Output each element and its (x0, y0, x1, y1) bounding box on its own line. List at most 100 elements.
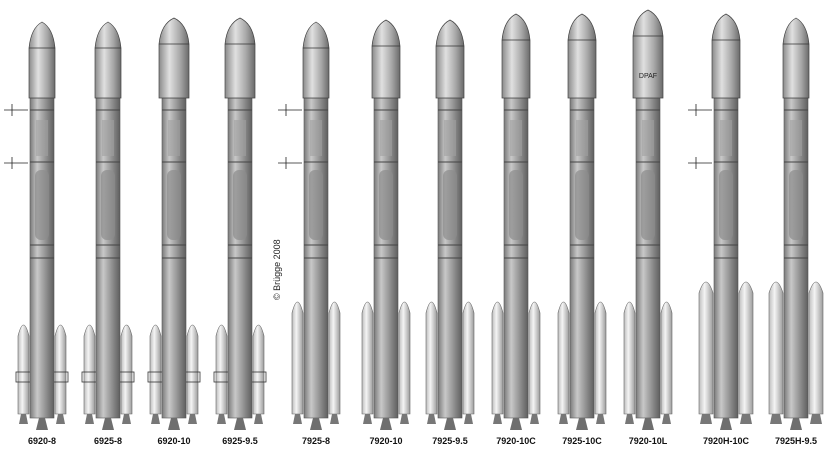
booster-nozzle (559, 414, 568, 424)
booster (623, 301, 636, 415)
copyright-credit: © Brügge 2008 (272, 239, 282, 300)
booster (83, 324, 96, 415)
main-engine-nozzle (510, 418, 522, 430)
upper-stage-engine (510, 120, 522, 156)
payload-fairing (94, 21, 122, 99)
booster (120, 324, 133, 415)
payload-fairing (501, 13, 531, 99)
rocket-label: 6920-10 (157, 436, 191, 446)
rocket-6920-8 (4, 21, 69, 430)
booster (17, 324, 30, 415)
booster (215, 324, 228, 415)
booster (291, 301, 304, 415)
fairing-label: DPAF (639, 73, 657, 80)
booster-nozzle (363, 414, 372, 424)
upper-stage-engine (444, 120, 456, 156)
upper-stage-engine (36, 120, 48, 156)
tank (509, 170, 523, 240)
main-engine-nozzle (642, 418, 654, 430)
booster-nozzle (427, 414, 436, 424)
booster-nozzle (596, 414, 605, 424)
payload-fairing (158, 17, 190, 99)
main-engine-nozzle (444, 418, 456, 430)
payload-fairing (28, 21, 56, 99)
booster (594, 301, 607, 415)
booster (808, 281, 824, 415)
rocket-7925-9.5 (425, 19, 475, 430)
payload-fairing (302, 21, 330, 99)
main-engine-nozzle (168, 418, 180, 430)
booster-nozzle (188, 414, 197, 424)
payload-fairing (711, 13, 741, 99)
rocket-label: 7925-8 (301, 436, 331, 446)
rocket-6925-9.5 (213, 17, 267, 430)
booster (425, 301, 438, 415)
rocket-label: 7920-10 (369, 436, 403, 446)
payload-fairing (224, 17, 256, 99)
booster-nozzle (810, 414, 822, 424)
upper-stage-engine (576, 120, 588, 156)
main-engine-nozzle (790, 418, 802, 430)
payload-fairing (782, 17, 810, 99)
booster (54, 324, 67, 415)
tank (443, 170, 457, 240)
booster-nozzle (662, 414, 671, 424)
rocket-6920-10 (147, 17, 201, 430)
booster-nozzle (85, 414, 94, 424)
rocket-label: 7920-10C (496, 436, 536, 446)
rocket-7920-10 (361, 19, 411, 430)
booster-nozzle (464, 414, 473, 424)
upper-stage-engine (790, 120, 802, 156)
main-engine-nozzle (102, 418, 114, 430)
booster-nozzle (254, 414, 263, 424)
booster-nozzle (56, 414, 65, 424)
tank (379, 170, 393, 240)
booster (398, 301, 411, 415)
tank (35, 170, 49, 240)
tank (309, 170, 323, 240)
upper-stage-engine (102, 120, 114, 156)
rocket-label: 6925-8 (93, 436, 123, 446)
booster-nozzle (400, 414, 409, 424)
rocket-label: 6925-9.5 (222, 436, 258, 446)
booster-nozzle (530, 414, 539, 424)
payload-fairing (632, 9, 664, 99)
upper-stage-engine (380, 120, 392, 156)
booster (557, 301, 570, 415)
tank (233, 170, 247, 240)
rocket-label: 6920-8 (27, 436, 57, 446)
booster (328, 301, 341, 415)
booster (252, 324, 265, 415)
tank (575, 170, 589, 240)
rocket-7925-8 (278, 21, 341, 430)
payload-fairing (567, 13, 597, 99)
booster-nozzle (740, 414, 752, 424)
booster-nozzle (122, 414, 131, 424)
booster (738, 281, 754, 415)
rocket-label: 7920-10L (628, 436, 668, 446)
rocket-7920-10l: DPAF (623, 9, 673, 430)
rocket-label: 7925-10C (562, 436, 602, 446)
rocket-7925h-9.5 (768, 17, 824, 430)
booster (768, 281, 784, 415)
booster-nozzle (217, 414, 226, 424)
booster (698, 281, 714, 415)
upper-stage-engine (310, 120, 322, 156)
upper-stage-engine (642, 120, 654, 156)
rocket-6925-8 (81, 21, 135, 430)
booster (491, 301, 504, 415)
payload-fairing (371, 19, 401, 99)
main-engine-nozzle (720, 418, 732, 430)
tank (641, 170, 655, 240)
booster-nozzle (625, 414, 634, 424)
rocket-7920-10c (491, 13, 541, 430)
main-engine-nozzle (310, 418, 322, 430)
tank (789, 170, 803, 240)
booster (186, 324, 199, 415)
booster (660, 301, 673, 415)
booster (528, 301, 541, 415)
booster (149, 324, 162, 415)
upper-stage-engine (720, 120, 732, 156)
booster (361, 301, 374, 415)
